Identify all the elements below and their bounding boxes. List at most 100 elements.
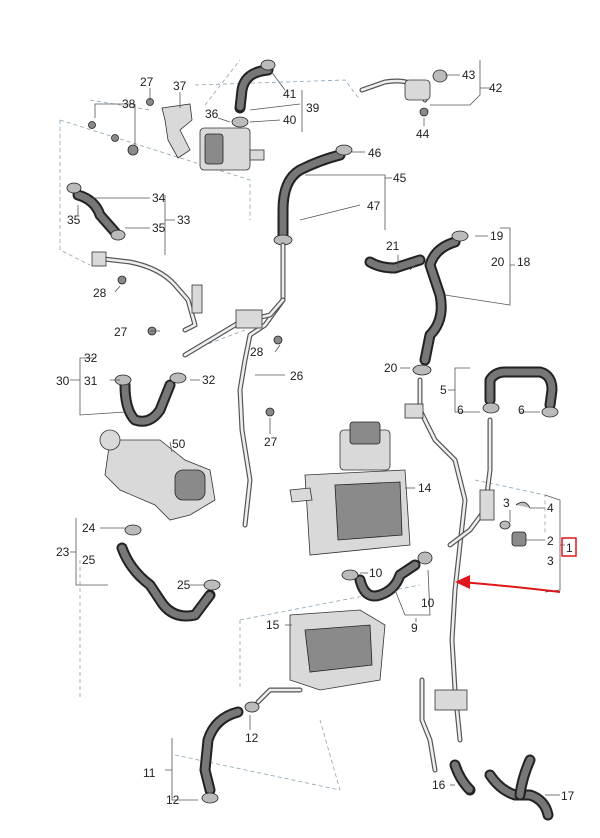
oil-cooler-15 bbox=[244, 609, 386, 713]
hose-23 bbox=[116, 524, 221, 622]
bracket-28 bbox=[91, 251, 107, 267]
screw-28b-icon bbox=[273, 335, 283, 345]
clamp-32 bbox=[169, 372, 187, 384]
bracket-37 bbox=[161, 103, 193, 159]
bracket-26 bbox=[235, 309, 263, 329]
label-25-left: 25 bbox=[82, 553, 96, 567]
label-20-top: 20 bbox=[491, 255, 505, 269]
screw-28-icon bbox=[117, 275, 127, 285]
clamp-6-left bbox=[482, 402, 500, 414]
leader-lines bbox=[70, 60, 565, 801]
label-5: 5 bbox=[440, 383, 447, 397]
clamp-25 bbox=[203, 579, 221, 591]
label-28: 28 bbox=[93, 286, 107, 300]
label-26: 26 bbox=[290, 369, 304, 383]
label-44: 44 bbox=[416, 127, 430, 141]
label-50: 50 bbox=[172, 437, 186, 451]
label-46: 46 bbox=[368, 146, 382, 160]
label-24: 24 bbox=[82, 521, 96, 535]
arrow-head-icon bbox=[455, 575, 470, 589]
label-1: 1 bbox=[566, 541, 573, 555]
screw-38a-icon bbox=[88, 121, 96, 129]
pump-assembly-36 bbox=[161, 103, 265, 171]
label-32-top: 32 bbox=[84, 351, 98, 365]
label-36: 36 bbox=[205, 107, 219, 121]
clamp-10-left bbox=[341, 569, 359, 581]
part-labels: 27 37 38 36 41 39 40 43 42 44 46 45 47 3… bbox=[56, 68, 575, 807]
label-12-mid: 12 bbox=[245, 731, 259, 745]
clamp-35-top bbox=[66, 182, 82, 194]
highlight-box bbox=[561, 537, 577, 557]
egr-cooler-14 bbox=[289, 421, 411, 556]
label-10-right: 10 bbox=[421, 596, 435, 610]
label-19: 19 bbox=[490, 229, 504, 243]
label-20: 20 bbox=[384, 361, 398, 375]
hose-41 bbox=[234, 59, 276, 114]
label-37: 37 bbox=[173, 79, 187, 93]
bracket-pipe-1 bbox=[434, 689, 468, 711]
label-32: 32 bbox=[202, 373, 216, 387]
grommet-38-icon bbox=[127, 144, 139, 156]
label-25: 25 bbox=[177, 578, 191, 592]
clamp-40 bbox=[231, 116, 249, 128]
label-38: 38 bbox=[122, 97, 136, 111]
label-30: 30 bbox=[56, 374, 70, 388]
highlight-marker bbox=[455, 537, 577, 593]
pipe-26 bbox=[182, 242, 286, 528]
label-17: 17 bbox=[561, 789, 575, 803]
label-14: 14 bbox=[418, 481, 432, 495]
label-31: 31 bbox=[84, 374, 98, 388]
hoses-16-17 bbox=[449, 754, 554, 821]
label-9: 9 bbox=[411, 621, 418, 635]
label-40: 40 bbox=[283, 113, 297, 127]
clamp-10-right bbox=[417, 551, 433, 565]
label-16: 16 bbox=[432, 778, 446, 792]
parts-2-3-4 bbox=[499, 501, 531, 547]
coolant-flange-50 bbox=[99, 429, 216, 521]
label-35: 35 bbox=[152, 221, 166, 235]
label-41: 41 bbox=[283, 87, 297, 101]
label-10-left: 10 bbox=[369, 566, 383, 580]
clamp-6-right bbox=[541, 406, 559, 418]
hose-20 bbox=[364, 230, 469, 376]
label-28b: 28 bbox=[250, 345, 264, 359]
label-2: 2 bbox=[547, 534, 554, 548]
seal-3 bbox=[499, 520, 511, 530]
clamp-24 bbox=[124, 524, 142, 536]
part-2 bbox=[511, 531, 527, 547]
clamp-12-bottom bbox=[201, 792, 219, 804]
screw-38b-icon bbox=[111, 134, 119, 142]
label-6-left: 6 bbox=[457, 403, 464, 417]
label-18: 18 bbox=[517, 255, 531, 269]
label-27b: 27 bbox=[114, 325, 128, 339]
label-27: 27 bbox=[140, 75, 154, 89]
label-45: 45 bbox=[393, 171, 407, 185]
screw-44-icon bbox=[419, 107, 429, 117]
hose-11 bbox=[199, 706, 244, 804]
label-3-top: 3 bbox=[503, 496, 510, 510]
label-35-left: 35 bbox=[67, 213, 81, 227]
clamp-46 bbox=[335, 144, 353, 156]
coolant-pipe-1 bbox=[404, 377, 495, 773]
label-34: 34 bbox=[152, 191, 166, 205]
label-11: 11 bbox=[143, 766, 156, 780]
hose-30 bbox=[114, 372, 187, 427]
label-42: 42 bbox=[489, 81, 503, 95]
label-21: 21 bbox=[386, 239, 400, 253]
clamp-19 bbox=[451, 230, 469, 242]
highlight-arrow bbox=[459, 581, 561, 593]
clamp-20 bbox=[412, 364, 432, 376]
label-3: 3 bbox=[547, 554, 554, 568]
clamp-12 bbox=[244, 701, 260, 713]
pipe-42 bbox=[359, 69, 448, 103]
label-12-bottom: 12 bbox=[166, 793, 180, 807]
hose-45 bbox=[273, 144, 353, 246]
label-4: 4 bbox=[547, 501, 554, 515]
label-6-right: 6 bbox=[518, 403, 525, 417]
hose-9 bbox=[341, 551, 433, 602]
label-47: 47 bbox=[367, 199, 381, 213]
label-43: 43 bbox=[462, 68, 476, 82]
pipe-33 bbox=[91, 251, 203, 333]
hose-34 bbox=[66, 182, 126, 241]
